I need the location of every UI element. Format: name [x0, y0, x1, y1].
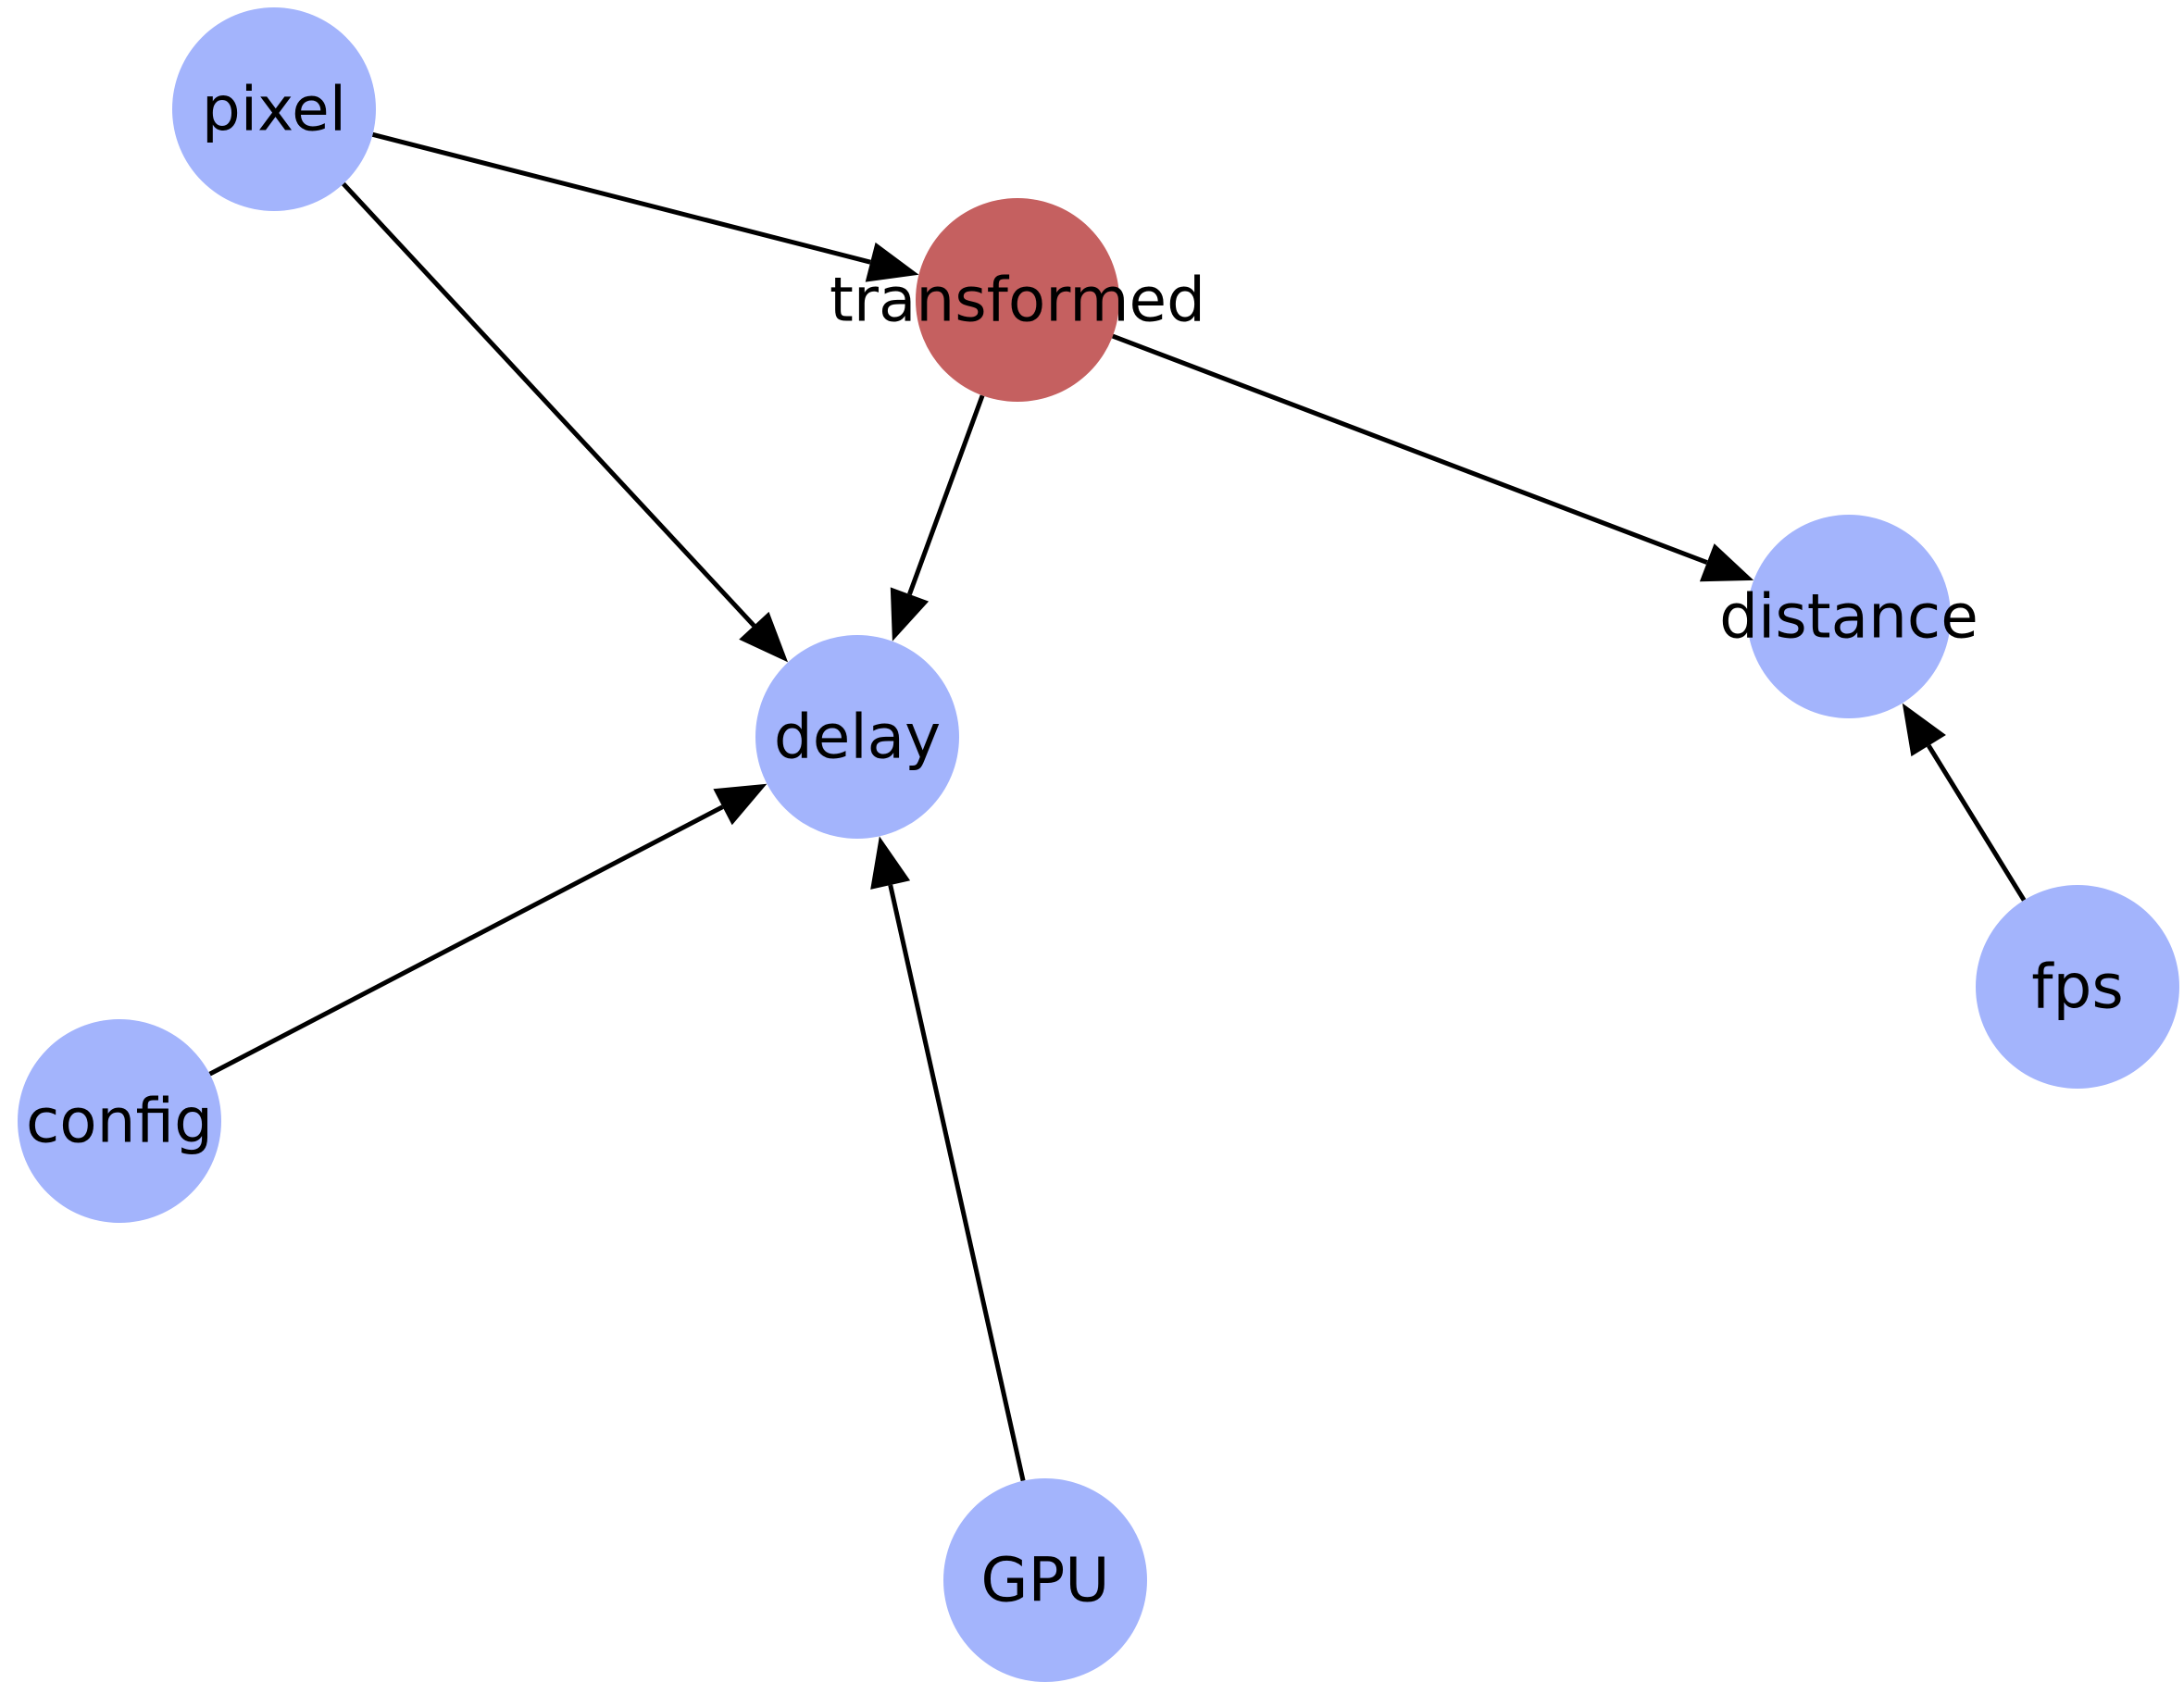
edge-line: [1111, 333, 1708, 565]
edge-line: [342, 181, 756, 628]
edges-layer: [208, 131, 2027, 1482]
node-circle: [916, 198, 1119, 402]
arrowhead-icon: [865, 242, 919, 282]
edge-pixel-to-transformed: [371, 131, 919, 282]
edge-fps-to-distance: [1902, 703, 2027, 902]
node-label: distance: [1719, 581, 1978, 653]
node-label: transformed: [830, 265, 1205, 336]
node-label: pixel: [202, 74, 346, 145]
node-circle: [943, 1478, 1147, 1682]
node-label: config: [26, 1086, 213, 1157]
node-gpu: GPU: [943, 1478, 1147, 1682]
edge-line: [907, 394, 985, 595]
node-fps: fps: [1976, 885, 2179, 1089]
node-label: fps: [2031, 952, 2124, 1023]
arrowhead-icon: [713, 783, 768, 826]
arrowhead-icon: [890, 587, 930, 642]
node-label: GPU: [980, 1545, 1109, 1616]
nodes-layer: pixel transformed distance delay config fpsGP…: [18, 7, 2179, 1682]
arrowhead-icon: [1902, 703, 1946, 757]
node-circle: [172, 7, 376, 211]
arrowhead-icon: [870, 836, 911, 890]
node-circle: [755, 635, 959, 839]
node-pixel: pixel: [172, 7, 376, 211]
node-transformed: transformed: [830, 198, 1205, 402]
edge-pixel-to-delay: [342, 181, 789, 663]
node-distance: distance: [1719, 515, 1978, 718]
edge-line: [208, 804, 724, 1077]
node-label: delay: [774, 702, 941, 773]
edge-transformed-to-delay: [890, 394, 985, 642]
edge-line: [888, 884, 1026, 1482]
edge-line: [1927, 744, 2027, 902]
edge-line: [371, 131, 871, 265]
node-circle: [1747, 515, 1951, 718]
edge-config-to-delay: [208, 783, 768, 1077]
node-circle: [1976, 885, 2179, 1089]
arrowhead-icon: [739, 611, 789, 663]
node-config: config: [18, 1019, 221, 1223]
node-delay: delay: [755, 635, 959, 839]
arrowhead-icon: [1699, 543, 1754, 582]
edge-transformed-to-distance: [1111, 333, 1754, 582]
edge-GPU-to-delay: [870, 836, 1026, 1482]
node-circle: [18, 1019, 221, 1223]
